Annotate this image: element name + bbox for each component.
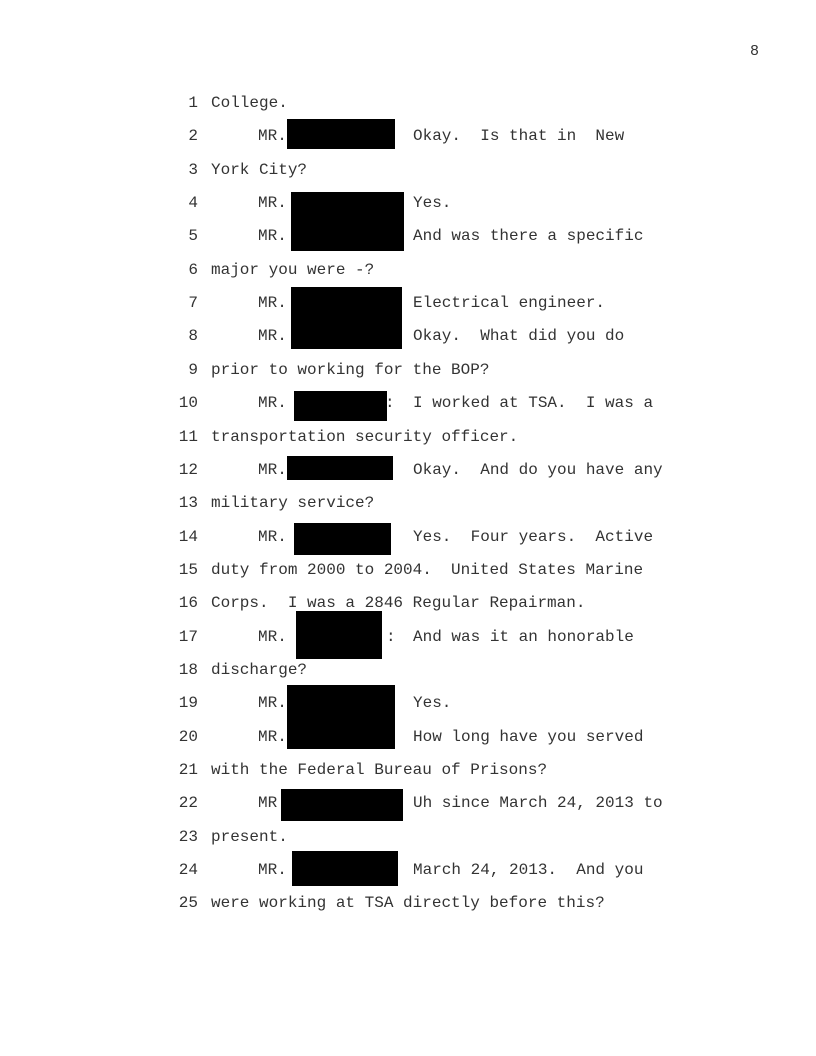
line-text: duty from 2000 to 2004. United States Ma… xyxy=(211,560,644,579)
line-text: And was there a specific xyxy=(413,227,644,246)
line-number: 6 xyxy=(188,260,198,279)
line-number: 22 xyxy=(178,794,198,813)
line-text: Okay. What did you do xyxy=(413,327,625,346)
line-text: Yes. xyxy=(413,194,452,213)
speaker-label: MR. xyxy=(258,227,287,246)
line-number: 20 xyxy=(178,727,198,746)
redaction-box xyxy=(287,119,395,149)
line-text: were working at TSA directly before this… xyxy=(211,894,605,913)
line-text: College. xyxy=(211,94,288,112)
redaction-box xyxy=(287,685,395,749)
line-number: 19 xyxy=(178,694,198,713)
line-text: I worked at TSA. I was a xyxy=(413,394,654,413)
line-text: And was it an honorable xyxy=(413,627,634,646)
speaker-colon: : xyxy=(386,627,396,646)
line-text: Okay. Is that in New xyxy=(413,127,625,146)
speaker-label: MR. xyxy=(258,127,287,146)
line-text: March 24, 2013. And you xyxy=(413,861,644,880)
line-number: 5 xyxy=(188,227,198,246)
line-text: Uh since March 24, 2013 to xyxy=(413,794,663,813)
line-text: Okay. And do you have any xyxy=(413,460,663,479)
line-text: Yes. xyxy=(413,694,452,713)
speaker-colon: : xyxy=(385,394,395,413)
line-number: 12 xyxy=(178,460,198,479)
line-number: 23 xyxy=(178,827,198,846)
speaker-label: MR. xyxy=(258,527,287,546)
line-number: 16 xyxy=(178,594,198,613)
speaker-label: MR. xyxy=(258,194,287,213)
speaker-label: MR xyxy=(258,794,278,813)
line-number: 11 xyxy=(178,427,198,446)
line-number: 13 xyxy=(178,494,198,513)
line-text: Electrical engineer. xyxy=(413,294,606,313)
line-text: Corps. I was a 2846 Regular Repairman. xyxy=(211,594,586,613)
speaker-label: MR. xyxy=(258,327,287,346)
line-text: with the Federal Bureau of Prisons? xyxy=(211,761,548,779)
speaker-label: MR. xyxy=(258,627,287,646)
line-number: 18 xyxy=(178,660,198,679)
redaction-box xyxy=(281,789,403,821)
line-number: 25 xyxy=(178,894,198,913)
redaction-box xyxy=(294,391,387,421)
line-text: York City? xyxy=(211,160,308,179)
line-number: 17 xyxy=(178,627,198,646)
line-number: 2 xyxy=(188,127,198,146)
speaker-label: MR. xyxy=(258,394,287,413)
redaction-box xyxy=(296,611,382,659)
line-number: 10 xyxy=(178,394,198,413)
line-number: 3 xyxy=(188,160,198,179)
line-text: discharge? xyxy=(211,660,308,679)
line-text: transportation security officer. xyxy=(211,427,519,446)
line-text: How long have you served xyxy=(413,727,644,746)
redaction-box xyxy=(294,523,391,555)
speaker-label: MR. xyxy=(258,727,287,746)
speaker-label: MR. xyxy=(258,861,287,880)
line-text: major you were -? xyxy=(211,260,375,279)
line-number: 9 xyxy=(188,360,198,379)
redaction-box xyxy=(287,456,393,480)
line-number: 21 xyxy=(178,761,198,779)
line-number: 4 xyxy=(188,194,198,213)
line-text: present. xyxy=(211,827,288,846)
redaction-box xyxy=(291,192,404,251)
line-number: 7 xyxy=(188,294,198,313)
line-number: 15 xyxy=(178,560,198,579)
line-number: 24 xyxy=(178,861,198,880)
line-text: Yes. Four years. Active xyxy=(413,527,654,546)
speaker-label: MR. xyxy=(258,694,287,713)
line-number: 8 xyxy=(188,327,198,346)
redaction-box xyxy=(291,287,402,349)
line-number: 14 xyxy=(178,527,198,546)
line-text: military service? xyxy=(211,494,375,513)
redaction-box xyxy=(292,851,398,886)
speaker-label: MR. xyxy=(258,294,287,313)
page-number: 8 xyxy=(750,43,760,60)
line-number: 1 xyxy=(188,94,198,112)
speaker-label: MR. xyxy=(258,460,287,479)
line-text: prior to working for the BOP? xyxy=(211,360,490,379)
